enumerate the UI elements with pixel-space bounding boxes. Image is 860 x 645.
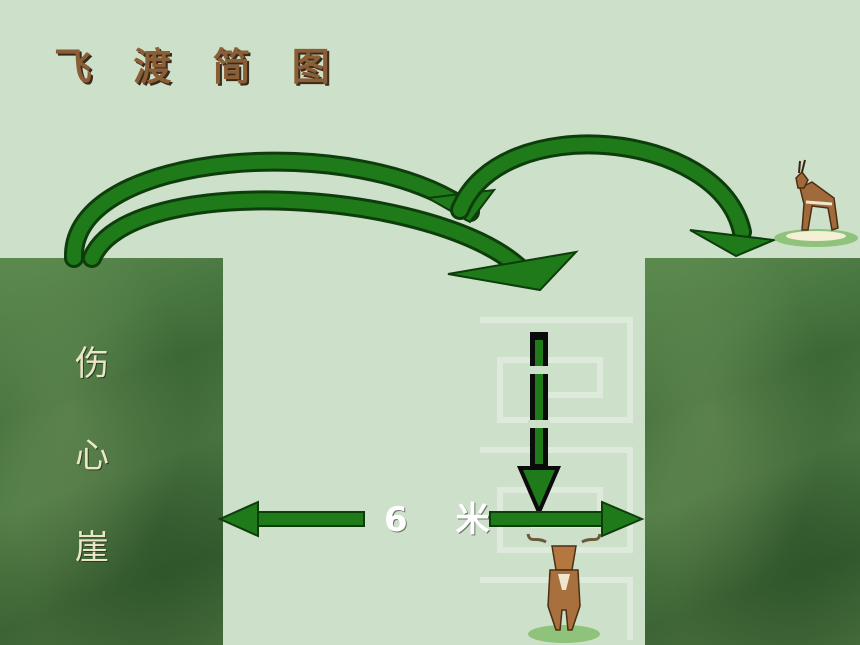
antelope-front-icon: [526, 533, 602, 643]
distance-label: 6 米: [384, 500, 508, 540]
distance-arrow: [217, 500, 645, 538]
jump-arrow-long: [82, 190, 579, 292]
right-cliff: [645, 258, 860, 645]
antelope-icon: [774, 159, 858, 247]
cliff-label-char-1: 伤: [75, 344, 109, 384]
page-title: 飞 渡 简 图: [54, 44, 344, 89]
cliff-label-char-2: 心: [75, 436, 109, 476]
jump-arrow-to-right-cliff: [450, 134, 778, 258]
drop-arrow: [516, 332, 562, 518]
left-cliff: 伤 心 崖: [0, 258, 223, 645]
cliff-label-char-3: 崖: [75, 528, 109, 568]
